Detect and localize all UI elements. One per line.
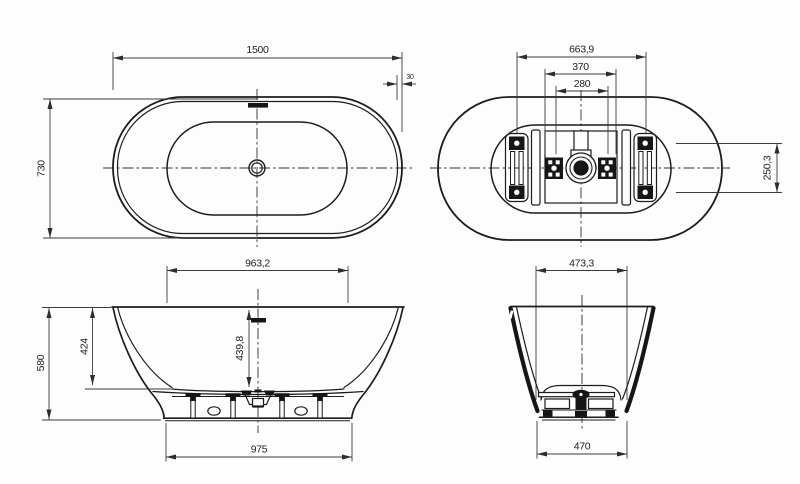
frame-box-left — [544, 398, 571, 410]
tub-outer-rim — [437, 96, 723, 241]
inner-wall-right — [621, 306, 649, 400]
dim-top-width: 730 — [36, 98, 258, 239]
dim-rim-offset-label: 30 — [406, 74, 414, 81]
dim-base-length-label: 975 — [251, 444, 268, 456]
tub-outer-rim — [112, 96, 403, 239]
dim-base-width: 470 — [536, 421, 628, 459]
dim-bolt-span: 280 — [555, 78, 609, 154]
drain-icon — [565, 152, 597, 184]
overflow-icon — [248, 103, 268, 108]
dim-rim-inner-length: 963,2 — [166, 258, 349, 303]
outer-wall-left — [112, 306, 166, 419]
overflow-icon — [251, 318, 266, 323]
drain-icon — [248, 159, 266, 177]
outer-wall-left — [508, 305, 540, 414]
dim-frame-length: 663,9 — [516, 44, 647, 133]
dim-bracket-span: 370 — [544, 61, 617, 154]
dim-wall-height-label: 424 — [79, 338, 91, 355]
dim-frame-length-label: 663,9 — [569, 44, 594, 56]
dim-wall-height: 424 — [79, 308, 172, 390]
dim-bolt-rows-label: 250,3 — [762, 155, 774, 180]
foot-hole-left — [207, 406, 221, 416]
frame-slat-right — [621, 129, 632, 206]
dim-height-label: 580 — [35, 354, 47, 371]
dim-bolt-span-label: 280 — [574, 78, 591, 90]
dim-bolt-rows: 250,3 — [676, 143, 782, 193]
front-elevation: 963,2 580 424 439,8 975 — [35, 258, 405, 462]
inner-wall-right — [343, 307, 399, 389]
outer-wall-right — [624, 305, 656, 414]
basin-oval — [490, 124, 672, 214]
side-elevation: 473,3 470 — [508, 258, 656, 459]
dim-inner-depth-label: 439,8 — [234, 336, 246, 361]
support-posts — [185, 393, 328, 419]
dim-base-width-label: 470 — [574, 441, 591, 453]
mounting-rail-right — [633, 132, 658, 203]
dim-rim-inner-length-label: 963,2 — [245, 258, 270, 270]
frame-slat-left — [530, 129, 541, 206]
foot-center — [575, 411, 587, 417]
outer-wall-right — [350, 306, 404, 419]
rim-slot-left — [509, 310, 514, 319]
basin-floor-line — [540, 384, 622, 401]
dim-rim-offset: 30 — [383, 74, 416, 100]
drain-bracket-right — [598, 157, 616, 179]
basin-oval — [166, 121, 348, 216]
dim-top-width-label: 730 — [36, 160, 48, 177]
frame-box-right — [587, 398, 614, 410]
drain-icon-inner — [251, 162, 263, 174]
drain-trap — [241, 389, 275, 408]
dim-rim-inner-width-label: 473,3 — [569, 258, 594, 270]
dim-top-length: 1500 — [112, 44, 403, 132]
dim-height: 580 — [35, 307, 161, 421]
tub-inner-rim — [116, 100, 399, 235]
foot-left — [543, 410, 553, 417]
drain-fitting-hole — [579, 392, 583, 397]
top-view: 1500 730 30 — [36, 44, 416, 247]
foot-right — [605, 410, 615, 417]
shell-bottom-line — [152, 390, 364, 396]
dim-inner-depth: 439,8 — [234, 310, 252, 387]
drain-bracket-left — [545, 157, 563, 179]
bottom-view: 663,9 370 280 250,3 — [430, 44, 782, 247]
mounting-rail-left — [504, 132, 529, 203]
dim-bracket-span-label: 370 — [572, 61, 589, 73]
foot-hole-right — [294, 406, 308, 416]
center-post — [575, 396, 587, 410]
dim-top-length-label: 1500 — [246, 44, 269, 56]
dim-base-length: 975 — [165, 423, 353, 462]
inner-wall-left — [117, 307, 173, 389]
dim-rim-inner-width: 473,3 — [536, 258, 627, 273]
